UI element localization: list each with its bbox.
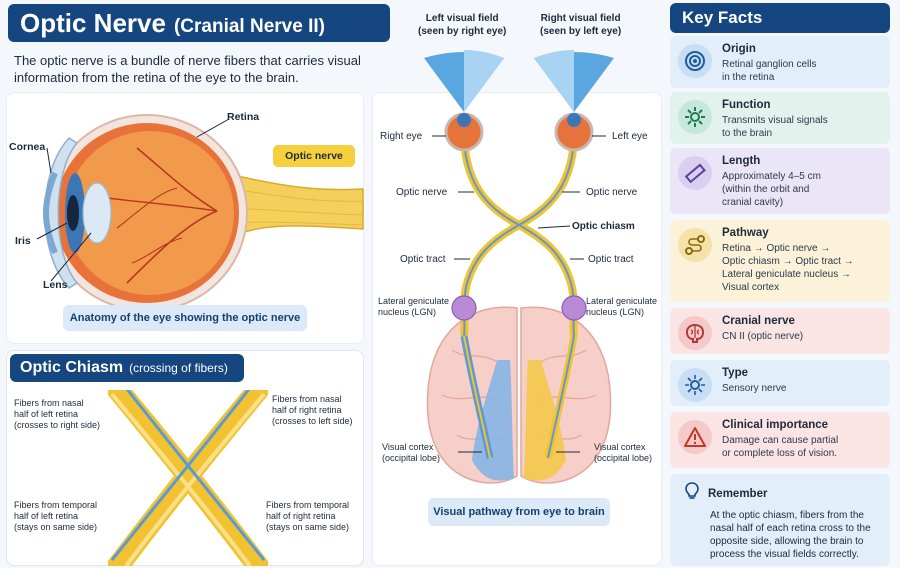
visual-pathway-illustration [424,50,614,484]
anatomy-panel: Retina Cornea Iris Lens Optic nerve Anat… [6,92,364,344]
fact-title: Clinical importance [722,419,829,431]
label-cornea: Cornea [9,141,46,153]
label-optic-nerve: Optic nerve [285,150,343,162]
fact-card-length: Length Approximately 4–5 cm (within the … [670,148,890,214]
anatomy-caption-text: Anatomy of the eye showing the optic ner… [69,312,301,324]
fact-title: Cranial nerve [722,315,795,327]
label-visual-cortex-right: Visual cortex (occipital lobe) [594,442,653,463]
fact-card-clinical: Clinical importance Damage can cause par… [670,412,890,468]
fact-desc: to the brain [722,128,773,139]
fact-desc: (within the orbit and [722,184,810,195]
route-icon [678,228,712,262]
anatomy-caption: Anatomy of the eye showing the optic ner… [63,305,307,331]
intro-text: The optic nerve is a bundle of nerve fib… [14,53,361,85]
label-left-eye: Left eye [612,131,648,142]
warning-icon [678,420,712,454]
fact-card-origin: Origin Retinal ganglion cells in the ret… [670,36,890,88]
lightbulb-icon [684,482,700,505]
label-right-eye: Right eye [380,131,423,142]
fact-desc: Transmits visual signals [722,115,828,126]
chiasm-label-nasal-right: Fibers from nasal half of right retina (… [272,394,353,426]
fact-card-function: Function Transmits visual signals to the… [670,92,890,144]
gear-icon [678,100,712,134]
remember-line: nasal half of each retina cross to the [710,523,871,534]
chiasm-crossing-illustration [108,390,268,566]
fact-desc: or complete loss of vision. [722,448,838,459]
fact-desc: cranial cavity) [722,197,784,208]
fact-title: Pathway [722,227,769,239]
label-lgn-right: Lateral geniculate nucleus (LGN) [586,296,658,317]
fact-title: Length [722,155,761,167]
fact-desc: Approximately 4–5 cm [722,171,821,182]
key-facts-heading: Key Facts [670,3,890,33]
label-optic-tract-right: Optic tract [588,254,634,265]
label-iris: Iris [15,235,31,247]
remember-line: At the optic chiasm, fibers from the [710,510,864,521]
ruler-icon [678,156,712,190]
fact-desc: Sensory nerve [722,383,787,394]
fact-desc: CN II (optic nerve) [722,331,804,342]
label-lens: Lens [43,279,68,291]
chiasm-heading-main: Optic Chiasm [20,359,124,376]
remember-line: process the visual fields correctly. [710,549,859,560]
label-optic-nerve-right: Optic nerve [586,187,638,198]
pathway-caption-text: Visual pathway from eye to brain [433,506,605,518]
right-visual-field-label: Right visual field (seen by left eye) [540,13,622,37]
label-optic-tract-left: Optic tract [400,254,446,265]
left-visual-field-label: Left visual field (seen by right eye) [418,13,507,37]
remember-box: Remember At the optic chiasm, fibers fro… [670,474,890,566]
fact-desc: Retina → Optic nerve → [722,243,831,254]
optic-nerve-tag: Optic nerve [273,145,355,167]
chiasm-heading-sub: (crossing of fibers) [129,361,228,375]
chiasm-label-nasal-left: Fibers from nasal half of left retina (c… [14,398,101,430]
eye-anatomy-illustration [36,114,364,312]
pathway-caption: Visual pathway from eye to brain [428,498,610,526]
page-subtitle: (Cranial Nerve II) [173,16,325,37]
page-title: Optic Nerve [20,8,166,38]
chiasm-heading: Optic Chiasm (crossing of fibers) [10,354,244,382]
target-icon [678,44,712,78]
fact-card-cranial-nerve: Cranial nerve CN II (optic nerve) [670,308,890,354]
fact-desc: Retinal ganglion cells [722,59,817,70]
label-visual-cortex-left: Visual cortex (occipital lobe) [382,442,441,463]
label-optic-chiasm: Optic chiasm [572,221,635,232]
remember-title: Remember [708,487,768,500]
sensor-icon [678,368,712,402]
remember-line: opposite side, allowing the brain to [710,536,864,547]
chiasm-label-temporal-left: Fibers from temporal half of left retina… [14,500,98,532]
fact-title: Type [722,367,748,379]
chiasm-label-temporal-right: Fibers from temporal half of right retin… [266,500,350,532]
label-optic-nerve-left: Optic nerve [396,187,448,198]
fact-desc: Damage can cause partial [722,435,839,446]
brain-icon [678,316,712,350]
fact-card-pathway: Pathway Retina → Optic nerve → Optic chi… [670,220,890,302]
fact-title: Origin [722,43,756,55]
label-lgn-left: Lateral geniculate nucleus (LGN) [378,296,450,317]
page-title-bar: Optic Nerve (Cranial Nerve II) [8,4,390,42]
label-retina: Retina [227,111,260,123]
fact-desc: in the retina [722,72,775,83]
fact-card-type: Type Sensory nerve [670,360,890,406]
fact-desc: Visual cortex [722,282,780,293]
fact-desc: Optic chiasm → Optic tract → [722,256,854,267]
fact-title: Function [722,99,771,111]
fact-desc: Lateral geniculate nucleus → [722,269,851,280]
